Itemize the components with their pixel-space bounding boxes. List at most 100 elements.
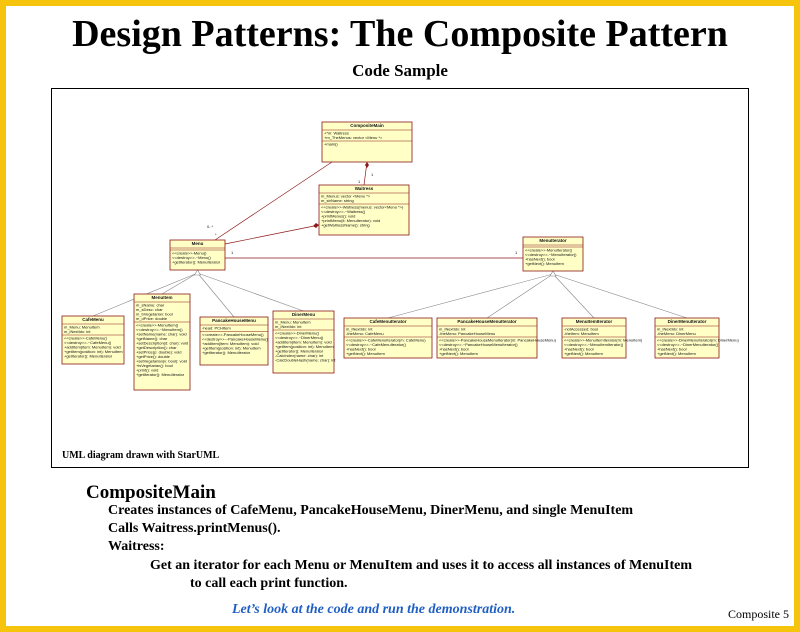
class-operation: -CalcDoubleHash(name: char): int: [275, 358, 336, 363]
multiplicity-label: 1: [515, 250, 518, 255]
class-name: MenuItem: [151, 295, 172, 300]
class-attribute: -theItem: MenuItem: [564, 331, 599, 336]
class-attribute: m_strName: string: [321, 198, 354, 203]
uml-class-menu-item-iterator: MenuItemIterator -notAccessed: bool-theIt…: [561, 317, 643, 359]
class-operation: +addItem(item: MenuItem): void: [275, 340, 332, 345]
slide-title: Design Patterns: The Composite Pattern: [72, 13, 728, 55]
border-bottom: [0, 626, 800, 632]
class-attribute: m_iNextIdx: int: [346, 327, 373, 332]
class-attribute: m_iNextIdx: int: [275, 324, 302, 329]
class-operation: +getNext(): MenuItem: [439, 351, 478, 356]
class-attribute: -theMenu: DinerMenu: [657, 331, 696, 336]
class-attribute: m_dPrice: double: [136, 316, 168, 321]
class-operation: +getNext(): MenuItem: [657, 351, 696, 356]
class-box: [436, 317, 538, 359]
class-operation: +getNext(): MenuItem: [525, 261, 564, 266]
class-operation: +isVegetarian(): bool: [136, 363, 173, 368]
uml-class-diner-menu-iterator: DinerMenuIterator m_iNextIdx: int-theMenu…: [654, 317, 739, 359]
class-operation: <<create>>-MenuItemIterator(m: MenuItem): [564, 338, 643, 343]
class-name: MenuItemIterator: [576, 319, 613, 324]
class-box: [272, 310, 335, 374]
generalization-to-menu-iterator: [387, 273, 554, 319]
class-attribute: +*m: Waitress: [324, 131, 349, 136]
class-operation: <<create>>-Menu(): [172, 251, 207, 256]
class-operation: +printMenu(it: MenuIterator): void: [321, 218, 380, 223]
generalization-to-menu-iterator: [552, 273, 595, 319]
class-name: CompositeMain: [350, 123, 384, 128]
class-operation: +main(): [324, 142, 338, 147]
class-attribute: m_Menu: MenuItem: [64, 325, 100, 330]
class-operation: +getIterator(): MenuIterator: [64, 354, 113, 359]
slide-number: Composite 5: [728, 607, 790, 621]
class-name: MenuIterator: [539, 238, 567, 243]
class-operation: +getIterator(): MenuIterator: [136, 372, 185, 377]
generalization-to-menu: [161, 272, 198, 295]
class-box: [343, 317, 433, 359]
class-operation: +hasNext(): bool: [564, 347, 594, 352]
class-operation: +setPrice(p: double): void: [136, 350, 181, 355]
iterator-generalization-arrow: [549, 270, 557, 277]
class-operation: <<create>>-MenuItem(): [136, 323, 179, 328]
class-operation: <<destroy>>-~PancakeHouseMenu(): [202, 337, 269, 342]
class-operation: +getPrice(): double: [136, 354, 171, 359]
class-operation: +getWaitressName(): string: [321, 223, 370, 228]
multiplicity-label: 1: [358, 179, 361, 184]
class-operation: <<destroy>>-~CafeMenuIterator(): [346, 342, 407, 347]
class-operation: +printMenus(): void: [321, 214, 355, 219]
class-operation: +getNext(): MenuItem: [564, 351, 603, 356]
class-operation: <<destroy>>-~MenuIterator(): [525, 252, 577, 257]
class-attribute: m_iNextIdx: int: [657, 327, 684, 332]
section-heading: CompositeMain: [86, 482, 216, 503]
class-operation: +hasNext(): bool: [439, 347, 469, 352]
class-operation: +setVegetarian(v: bool): void: [136, 359, 187, 364]
class-operation: +getDescription(): char: [136, 345, 177, 350]
class-attribute: -theMenu: PancakeHouseMenu: [439, 331, 495, 336]
class-operation: <<destroy>>-~MenuItemIterator(): [564, 342, 624, 347]
class-operation: <<destroy>>-~MenuItem(): [136, 327, 183, 332]
description-line-2: Calls Waitress.printMenus().: [108, 521, 281, 536]
class-operation: +hasNext(): bool: [346, 347, 376, 352]
class-name: Menu: [192, 241, 204, 246]
class-attribute: -notAccessed: bool: [564, 327, 598, 332]
class-operation: <<create>>-PancakeHouseMenu(): [202, 332, 264, 337]
class-box: [169, 239, 226, 271]
class-operation: +getItem(position: int): MenuItem: [202, 346, 261, 351]
class-box: [654, 317, 720, 359]
class-attribute: +m_TheMenus: vector <Menu *>: [324, 135, 383, 140]
class-operation: +addItem(item: MenuItem): void: [202, 341, 259, 346]
class-name: DinerMenuIterator: [668, 319, 707, 324]
description-line-4: Get an iterator for each Menu or MenuIte…: [150, 558, 693, 573]
class-operation: +getIterator(): MenuIterator: [172, 260, 221, 265]
class-attribute: m_iNextIdx: int: [64, 329, 91, 334]
class-operation: <<create>>-MenuIterator(): [525, 248, 573, 253]
demo-link[interactable]: Let’s look at the code and run the demon…: [232, 602, 516, 617]
multiplicity-label: *: [215, 232, 217, 237]
slide-subtitle: Code Sample: [352, 61, 448, 80]
class-operation: <<create>>-Waitress(menus: vector<Menu *…: [321, 205, 404, 210]
description-line-1: Creates instances of CafeMenu, PancakeHo…: [108, 503, 634, 518]
class-operation: -CalcIndex(name: char): int: [275, 353, 324, 358]
class-operation: +getName(): char: [136, 336, 168, 341]
class-operation: <<destroy>>-~DinerMenu(): [275, 335, 324, 340]
class-attribute: m_sDesc: char: [136, 307, 163, 312]
uml-class-composite-main: CompositeMain+*m: Waitress+m_TheMenus: v…: [321, 121, 413, 163]
description-line-3: Waitress:: [108, 539, 165, 554]
class-attribute: m_iNextIdx: int: [439, 327, 466, 332]
class-attribute: m_bVegetarian: bool: [136, 312, 173, 317]
class-operation: +getItem(position: int): MenuItem: [64, 349, 123, 354]
class-operation: +setDescription(d: char): void: [136, 341, 188, 346]
class-name: PancakeHouseMenu: [212, 318, 256, 323]
class-operation: <<destroy>>-~CafeMenu(): [64, 340, 112, 345]
class-name: DinerMenu: [292, 312, 316, 317]
class-operation: <<create>>-PancakeHouseMenuIterator(m: P…: [439, 338, 557, 343]
border-right: [794, 0, 800, 632]
class-box: [133, 293, 191, 391]
class-operation: +hasNext(): bool: [657, 347, 687, 352]
class-box: [318, 184, 410, 236]
